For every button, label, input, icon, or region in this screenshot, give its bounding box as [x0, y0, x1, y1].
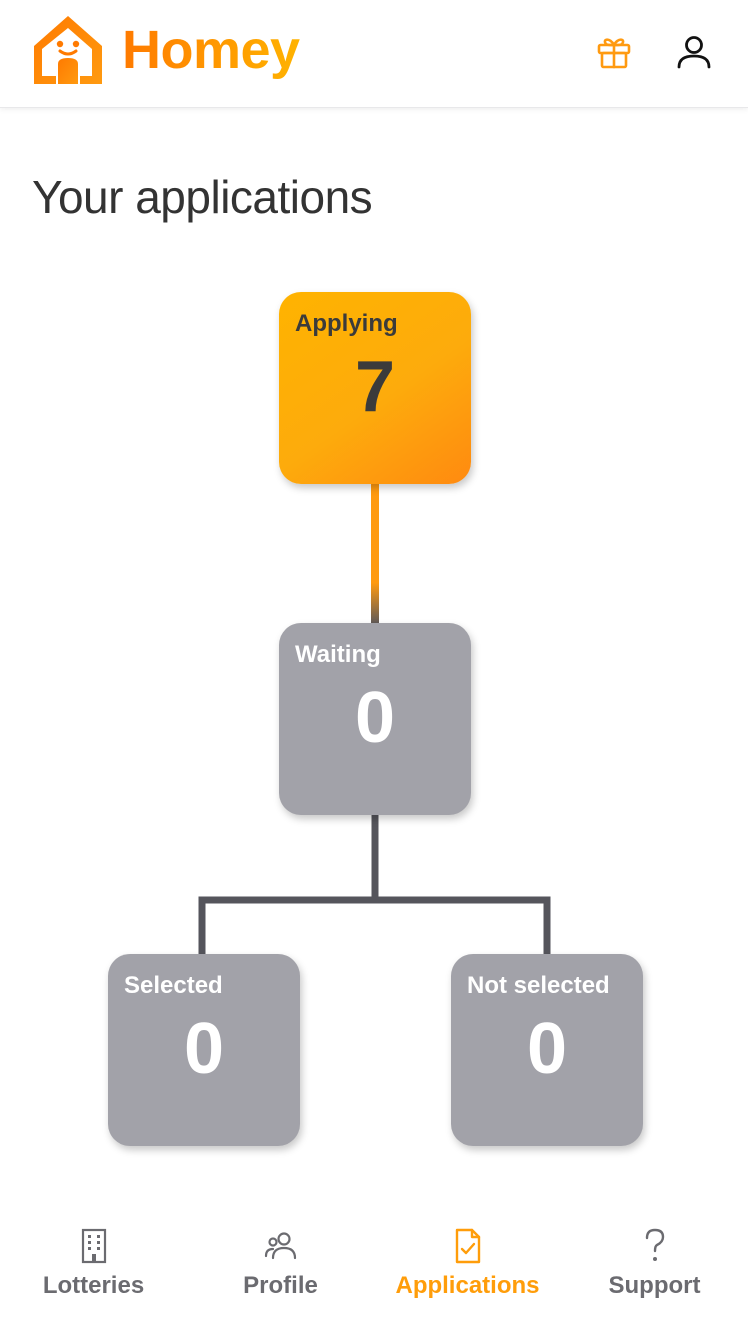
- selected-label: Selected: [124, 972, 223, 999]
- nav-label-support: Support: [608, 1272, 701, 1299]
- nav-label-profile: Profile: [243, 1272, 318, 1299]
- app-header: Homey: [0, 0, 748, 108]
- not-selected-card[interactable]: Not selected 0: [451, 954, 643, 1146]
- applying-label: Applying: [295, 310, 398, 337]
- nav-item-profile[interactable]: Profile: [187, 1226, 374, 1300]
- nav-item-lotteries[interactable]: Lotteries: [0, 1226, 187, 1300]
- page-title: Your applications: [32, 171, 373, 223]
- nav-label-lotteries: Lotteries: [42, 1272, 145, 1299]
- question-icon: [645, 1228, 664, 1261]
- waiting-label: Waiting: [295, 641, 381, 668]
- waiting-card[interactable]: Waiting 0: [279, 623, 471, 815]
- building-icon: [81, 1228, 106, 1264]
- gift-icon[interactable]: [596, 34, 632, 70]
- connector-applying-waiting: [371, 482, 379, 626]
- nav-item-applications[interactable]: Applications: [374, 1226, 561, 1300]
- nav-item-support[interactable]: Support: [561, 1226, 748, 1300]
- applying-card[interactable]: Applying 7: [279, 292, 471, 484]
- homey-logo[interactable]: Homey: [30, 12, 300, 88]
- selected-card[interactable]: Selected 0: [108, 954, 300, 1146]
- not-selected-label: Not selected: [467, 972, 610, 999]
- applying-count: 7: [354, 347, 396, 427]
- document-check-icon: [455, 1228, 480, 1264]
- house-logo-icon: [34, 16, 102, 84]
- not-selected-count: 0: [526, 1009, 568, 1089]
- connector-waiting-split: [198, 812, 551, 956]
- waiting-count: 0: [354, 678, 396, 758]
- nav-label-applications: Applications: [395, 1272, 540, 1299]
- app-name: Homey: [122, 20, 300, 80]
- selected-count: 0: [183, 1009, 225, 1089]
- people-icon: [264, 1232, 296, 1260]
- bottom-nav: Lotteries Profile Applications: [0, 1210, 748, 1324]
- user-icon[interactable]: [674, 32, 714, 72]
